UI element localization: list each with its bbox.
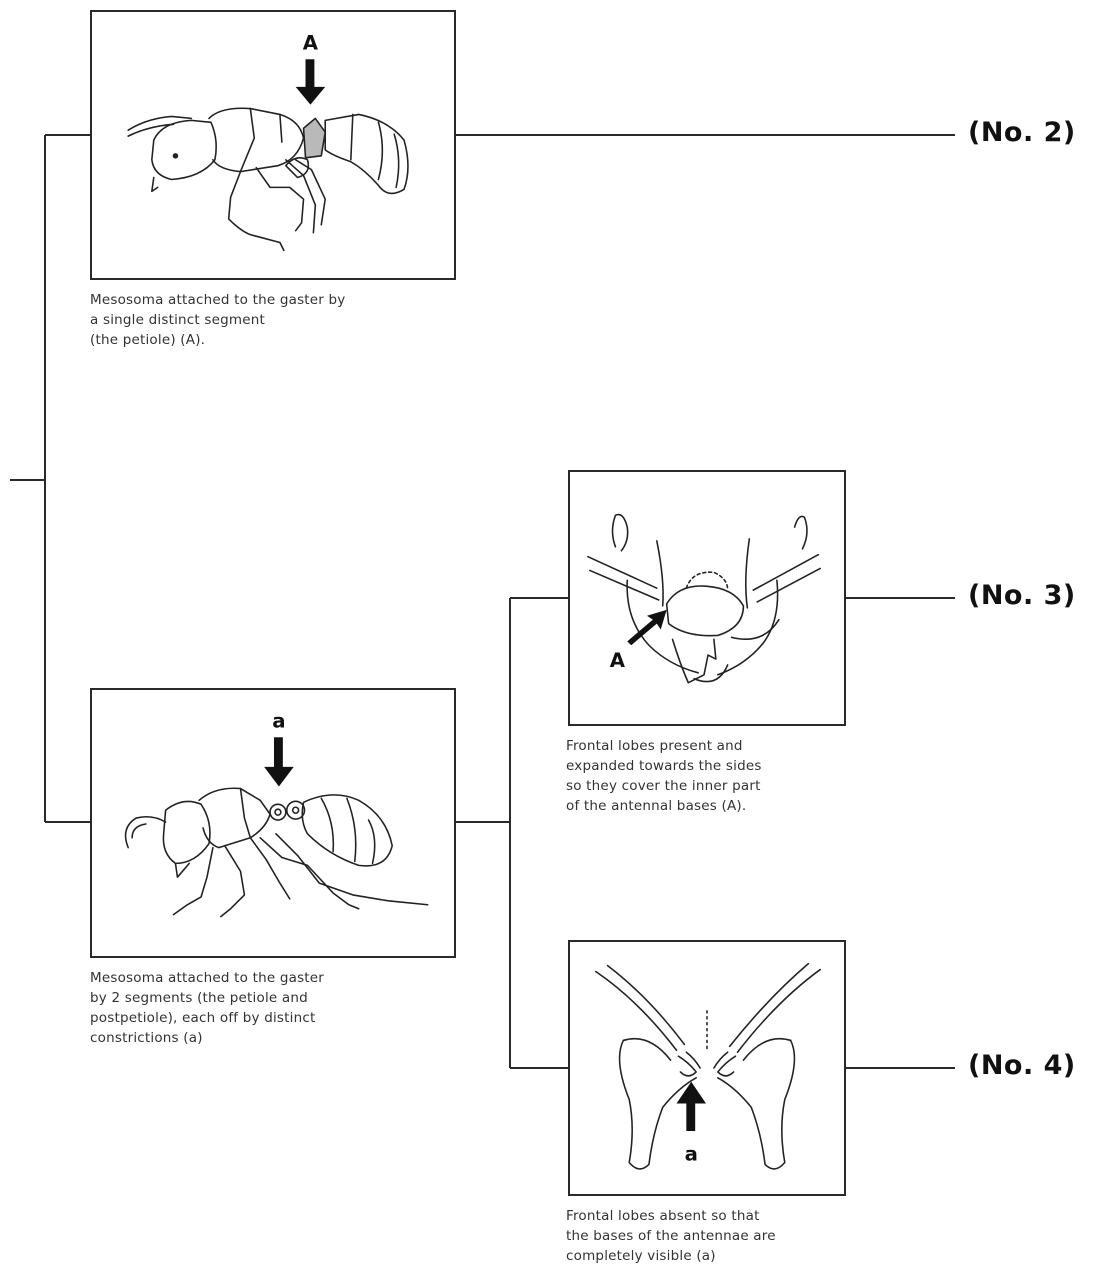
- caption-line: Frontal lobes present and: [566, 736, 866, 756]
- caption-frontal-lobes-present: Frontal lobes present and expanded towar…: [566, 736, 866, 816]
- caption-line: Mesosoma attached to the gaster: [90, 968, 456, 988]
- result-no-2: (No. 2): [968, 117, 1076, 148]
- head-frontal-lobes-present-drawing: A: [570, 472, 844, 724]
- pointer-label-A-2: A: [610, 649, 626, 672]
- panel-two-segment-waist: a: [90, 688, 456, 958]
- result-no-4: (No. 4): [968, 1050, 1076, 1081]
- caption-two-segment-waist: Mesosoma attached to the gaster by 2 seg…: [90, 968, 456, 1048]
- pointer-label-a-2: a: [685, 1143, 698, 1166]
- caption-line: the bases of the antennae are: [566, 1226, 866, 1246]
- caption-line: expanded towards the sides: [566, 756, 866, 776]
- caption-single-petiole: Mesosoma attached to the gaster by a sin…: [90, 290, 456, 350]
- ant-single-petiole-drawing: A: [92, 12, 454, 278]
- caption-line: of the antennal bases (A).: [566, 796, 866, 816]
- result-no-3: (No. 3): [968, 580, 1076, 611]
- panel-frontal-lobes-present: A: [568, 470, 846, 726]
- pointer-label-A-1: A: [303, 31, 319, 54]
- caption-frontal-lobes-absent: Frontal lobes absent so that the bases o…: [566, 1206, 866, 1266]
- ant-two-segment-waist-drawing: a: [92, 690, 454, 956]
- caption-line: Mesosoma attached to the gaster by: [90, 290, 456, 310]
- caption-line: by 2 segments (the petiole and: [90, 988, 456, 1008]
- head-frontal-lobes-absent-drawing: a: [570, 942, 844, 1194]
- caption-line: so they cover the inner part: [566, 776, 866, 796]
- caption-line: constrictions (a): [90, 1028, 456, 1048]
- pointer-label-a-1: a: [272, 709, 285, 732]
- caption-line: Frontal lobes absent so that: [566, 1206, 866, 1226]
- caption-line: (the petiole) (A).: [90, 330, 456, 350]
- caption-line: completely visible (a): [566, 1246, 866, 1266]
- panel-frontal-lobes-absent: a: [568, 940, 846, 1196]
- panel-single-petiole: A: [90, 10, 456, 280]
- caption-line: a single distinct segment: [90, 310, 456, 330]
- caption-line: postpetiole), each off by distinct: [90, 1008, 456, 1028]
